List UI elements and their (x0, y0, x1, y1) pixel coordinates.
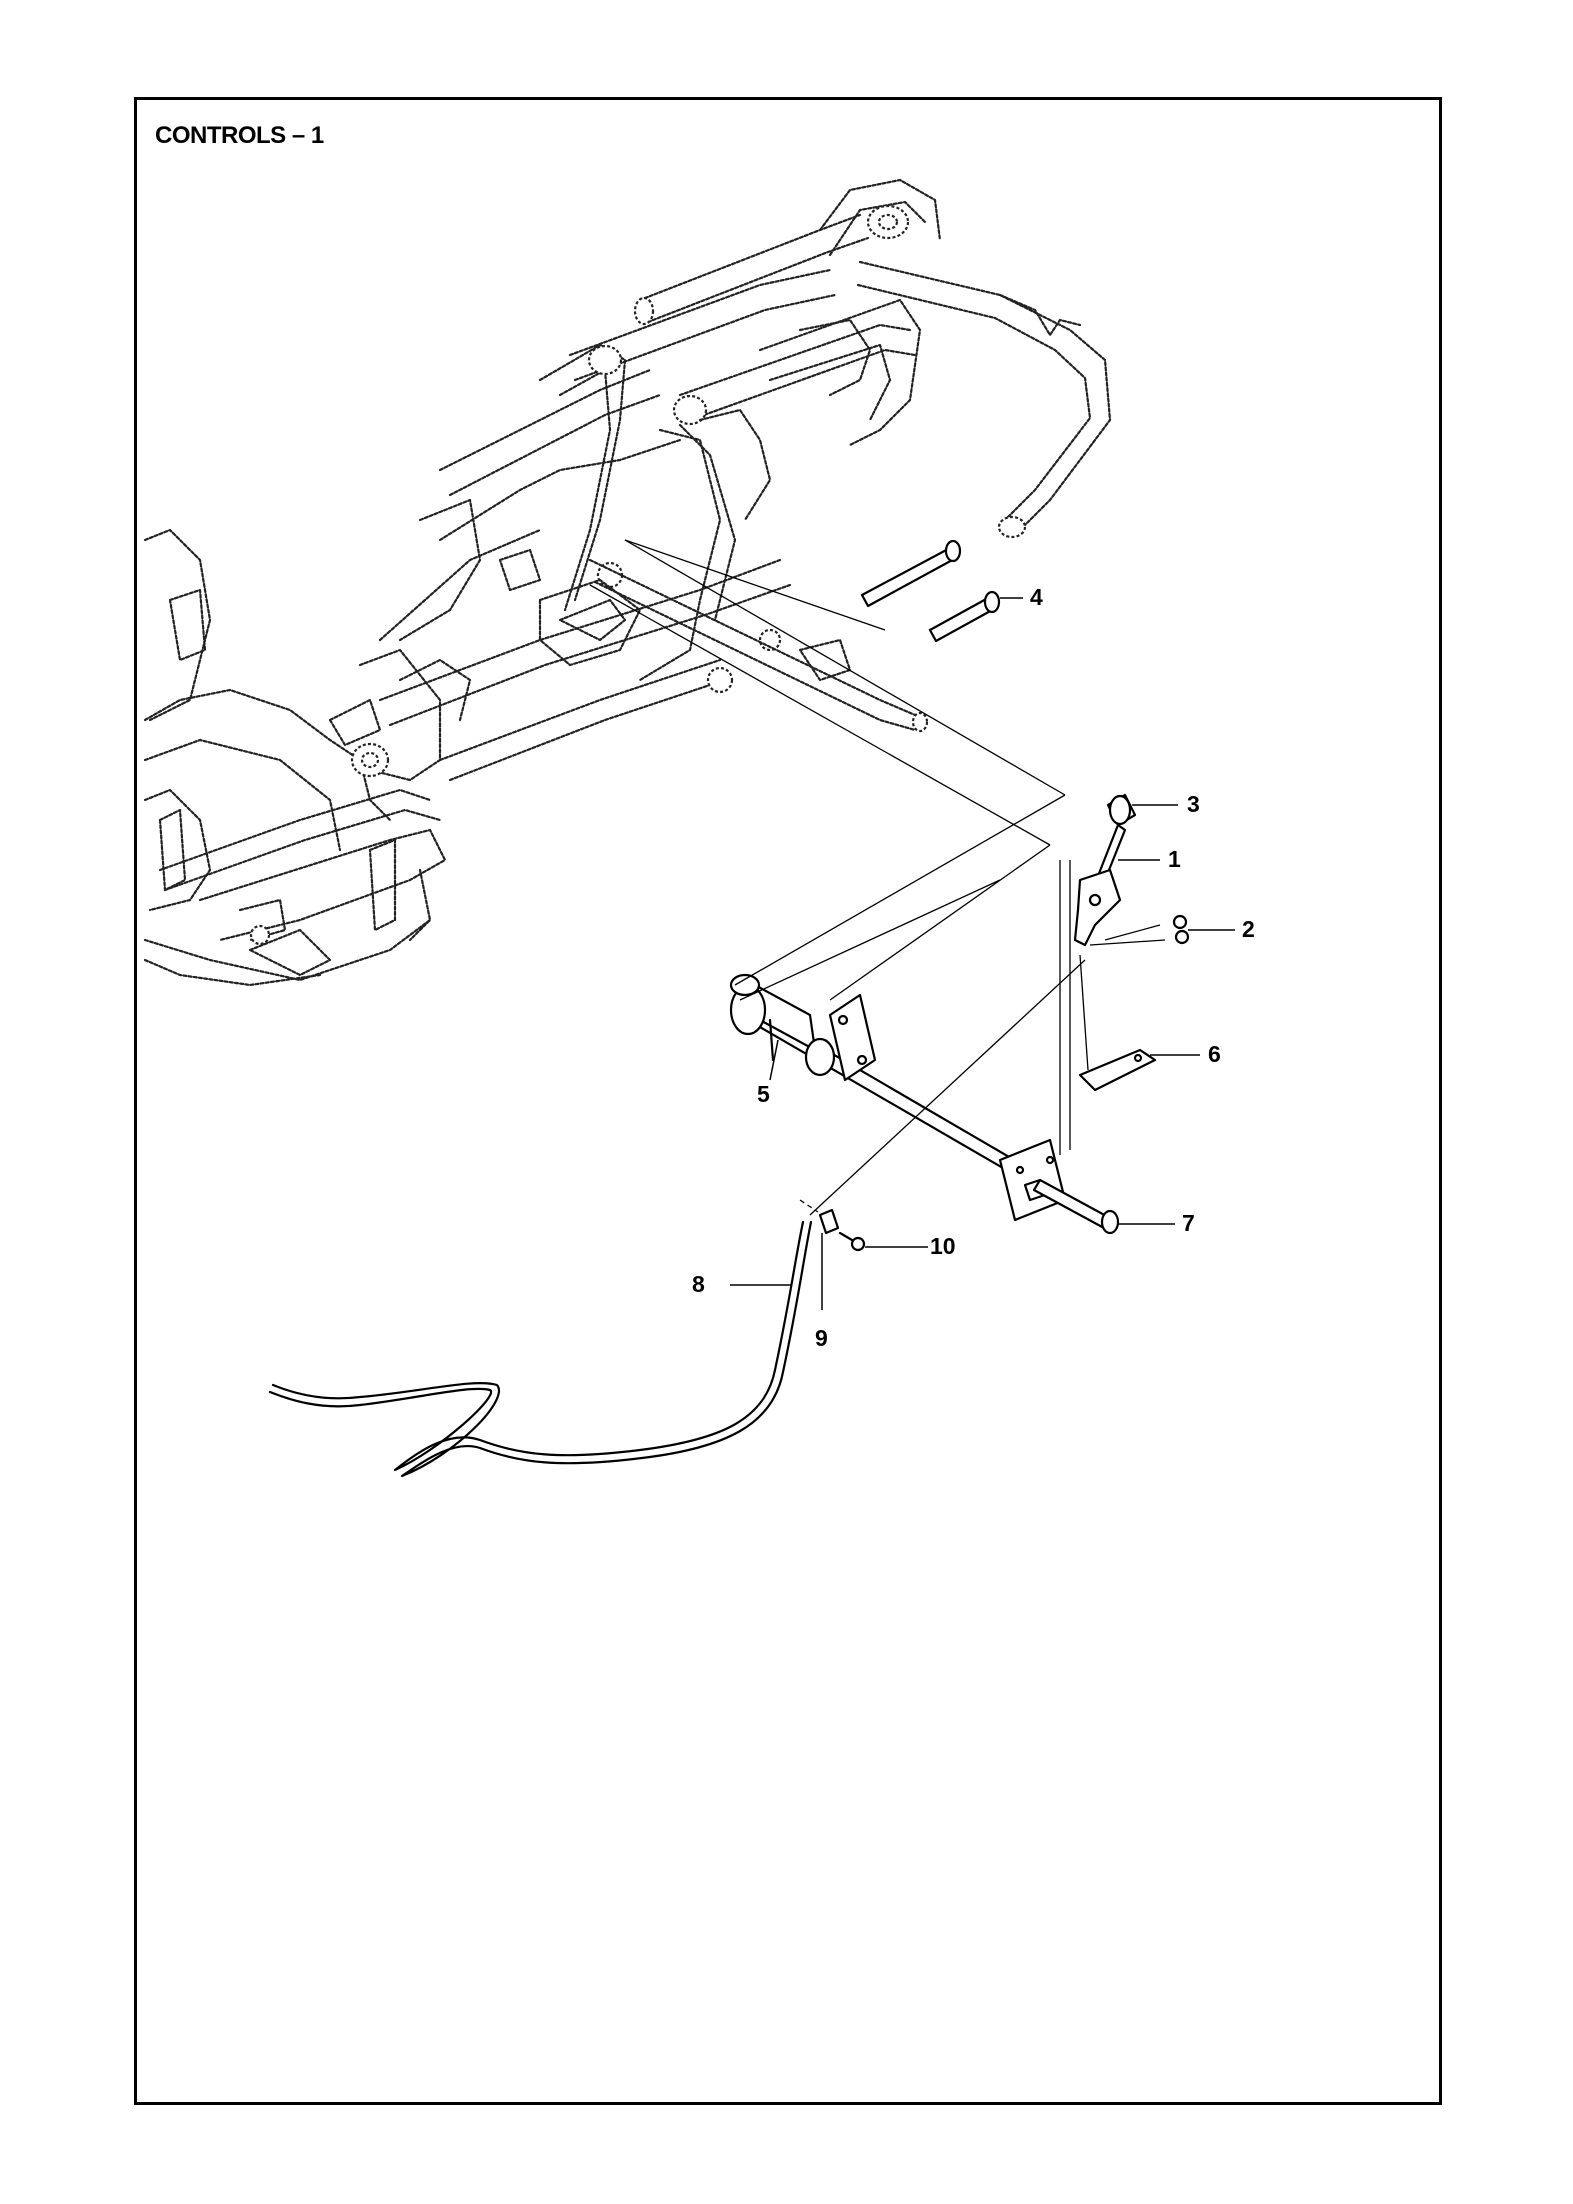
page-border (134, 97, 1442, 2105)
shaft-assembly-5 (729, 973, 1042, 1188)
callout-2: 2 (1242, 916, 1255, 942)
mounting-plate (998, 1138, 1067, 1222)
callout-5: 5 (757, 1081, 770, 1107)
cable-8 (268, 1220, 813, 1478)
callout-4: 4 (1030, 584, 1043, 610)
clip-9 (818, 1208, 840, 1235)
callout-3: 3 (1187, 791, 1200, 817)
bolt-4-pair (860, 539, 1001, 643)
leader-lines (730, 597, 1235, 1310)
lever-1 (1073, 823, 1127, 947)
knob-3 (1106, 793, 1137, 827)
callout-10: 10 (930, 1233, 956, 1259)
chassis-frame-illustration (143, 178, 1112, 987)
page-title: CONTROLS – 1 (155, 122, 324, 149)
screw-10 (838, 1231, 866, 1252)
callout-6: 6 (1208, 1041, 1221, 1067)
callout-7: 7 (1182, 1210, 1195, 1236)
callout-1: 1 (1168, 846, 1181, 872)
assembly-lines (589, 539, 1166, 1216)
callout-9: 9 (815, 1325, 828, 1351)
bolt-7 (1032, 1178, 1120, 1235)
bracket-6 (1078, 1048, 1157, 1092)
screws-2 (1172, 914, 1190, 945)
callout-labels: 3 1 2 4 6 7 10 8 9 5 (692, 584, 1255, 1351)
callout-8: 8 (692, 1271, 705, 1297)
